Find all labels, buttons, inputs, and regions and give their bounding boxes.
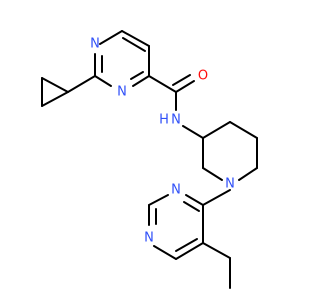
bond-pip-n1-c6 <box>238 167 258 181</box>
bond-c4-carbonyl <box>148 75 177 93</box>
bonds <box>41 30 258 289</box>
bond-pip-c2-n1 <box>202 167 223 181</box>
atom-n-pyr1-top: N <box>90 37 100 52</box>
bond-pyr2-c4-n3 <box>185 194 204 206</box>
molecule-canvas: N N O N H N N N <box>41 30 258 289</box>
bond-c6-cyclopropyl <box>67 75 96 93</box>
bond-pyr2-n1-c6 <box>153 245 177 260</box>
atom-o-carbonyl: O <box>198 69 208 84</box>
molecule-structure: N N O N H N N N <box>41 30 258 289</box>
bond-pyr2-c6-c5 <box>175 242 204 260</box>
bond-pyr1-c4-n5 <box>132 75 150 87</box>
bond-pyr2-n3-c2 <box>148 194 169 206</box>
bond-pyr2-c4-n3-double <box>183 201 200 212</box>
atom-n-pyr1-bottom: N <box>117 85 127 100</box>
bond-cyclopropyl-a <box>41 77 69 93</box>
bond-pyr1-c2-c3-double <box>122 37 146 52</box>
atom-h-amide: H <box>159 113 169 128</box>
bond-pyr1-c4-n5-double <box>130 71 144 80</box>
bond-carbonyl-o <box>175 80 195 93</box>
bond-pyr1-c2-c3 <box>121 30 150 47</box>
atom-n-pyr2-top: N <box>171 183 181 198</box>
bond-cyclopropyl-c <box>41 91 69 107</box>
bond-pyr1-n5-c6 <box>94 75 112 87</box>
bond-carbonyl-o-double <box>172 74 191 86</box>
bond-pip-c5-c4 <box>229 121 258 139</box>
bond-pip-c4-c3 <box>202 121 231 139</box>
atom-n-pyr2-bottom: N <box>144 231 154 246</box>
bond-pyr2-c6-c5-double <box>175 238 198 252</box>
atom-labels: N N O N H N N N <box>90 37 235 246</box>
bond-ethyl-1 <box>202 242 231 259</box>
atom-n-piperidine: N <box>225 177 235 192</box>
bond-pyr1-n1-c2 <box>99 30 123 45</box>
atom-n-amide: N <box>171 113 181 128</box>
bond-n-piperidine-c3 <box>182 125 204 139</box>
bond-pip-n-pyr2 <box>202 189 231 206</box>
